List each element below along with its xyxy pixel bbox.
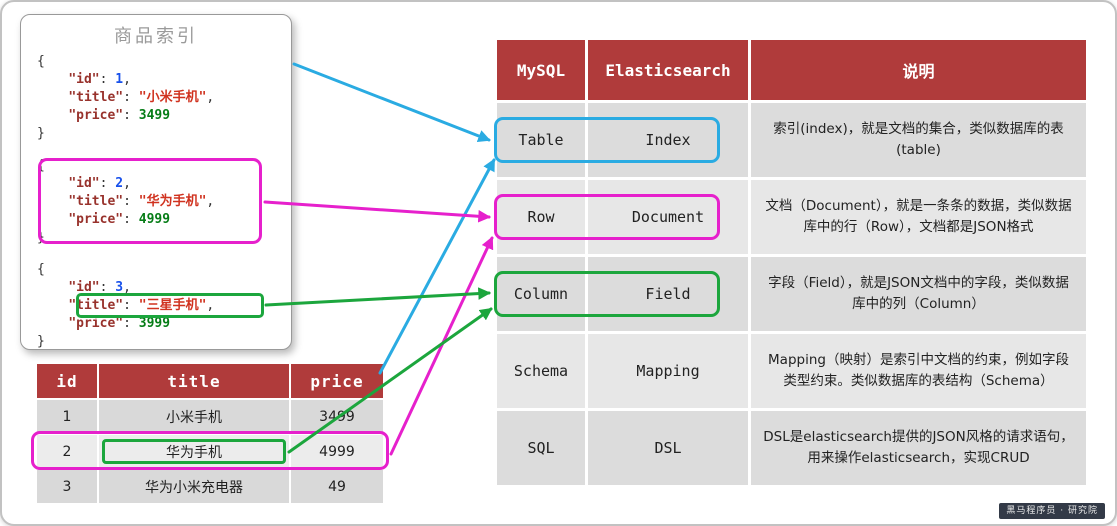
arrow-magenta <box>389 236 494 456</box>
code-line: "title": "三星手机", <box>68 298 215 313</box>
code-line: "title": "华为手机", <box>68 194 215 209</box>
highlight-box-index-row <box>494 117 720 163</box>
code-panel-title: 商品索引 <box>114 26 198 47</box>
mapping-cell-description: 文档（Document），就是一条条的数据，类似数据库中的行（Row），文档都是… <box>751 180 1086 254</box>
product-header-id: id <box>37 364 97 398</box>
code-line: "id": 2, <box>68 176 131 191</box>
product-table-cell: 华为小米充电器 <box>99 470 289 503</box>
arrow-blue <box>292 62 491 142</box>
product-table-cell: 3499 <box>291 400 383 433</box>
mapping-header-description: 说明 <box>751 40 1086 100</box>
code-line: "id": 1, <box>68 72 131 87</box>
mapping-cell-elasticsearch: Mapping <box>588 334 748 408</box>
code-line: } <box>37 126 45 141</box>
product-table-cell: 3 <box>37 470 97 503</box>
mapping-header-mysql: MySQL <box>497 40 585 100</box>
mapping-cell-mysql: Column <box>497 257 585 331</box>
json-code: { "id": 1, "title": "小米手机", "price": 349… <box>21 53 291 351</box>
product-table-cell: 2 <box>37 435 97 468</box>
mapping-cell-description: Mapping（映射）是索引中文档的约束，例如字段类型约束。类似数据库的表结构（… <box>751 334 1086 408</box>
mapping-cell-mysql: Schema <box>497 334 585 408</box>
mapping-cell-description: DSL是elasticsearch提供的JSON风格的请求语句，用来操作elas… <box>751 411 1086 485</box>
code-line: } <box>37 334 45 349</box>
code-line: "price": 3499 <box>68 108 171 123</box>
product-table-header-row: id title price <box>37 364 383 398</box>
mapping-table-header-row: MySQL Elasticsearch 说明 <box>497 40 1086 100</box>
mapping-cell-elasticsearch: DSL <box>588 411 748 485</box>
json-document: { "id": 3, "title": "三星手机", "price": 399… <box>37 261 291 351</box>
highlight-box-table-title-cell <box>102 439 286 464</box>
mapping-cell-elasticsearch: Index <box>588 103 748 177</box>
product-table-cell: 1 <box>37 400 97 433</box>
product-table-cell: 49 <box>291 470 383 503</box>
product-table-cell: 小米手机 <box>99 400 289 433</box>
product-header-title: title <box>99 364 289 398</box>
mapping-cell-mysql: SQL <box>497 411 585 485</box>
code-line: "title": "小米手机", <box>68 90 215 105</box>
product-header-price: price <box>291 364 383 398</box>
mapping-cell-mysql: Table <box>497 103 585 177</box>
code-line: "price": 3999 <box>68 316 171 331</box>
arrow-green <box>264 287 491 307</box>
code-line: "price": 4999 <box>68 212 171 227</box>
mapping-cell-description: 索引(index)，就是文档的集合，类似数据库的表(table) <box>751 103 1086 177</box>
watermark-badge: 黑马程序员 · 研究院 <box>999 503 1105 519</box>
json-document: { "id": 1, "title": "小米手机", "price": 349… <box>37 53 291 143</box>
arrow-magenta <box>263 200 491 223</box>
code-line: { <box>37 262 45 277</box>
code-line: { <box>37 54 45 69</box>
json-document: { "id": 2, "title": "华为手机", "price": 499… <box>37 157 291 247</box>
highlight-box-document-row <box>494 194 720 240</box>
highlight-box-json-doc2 <box>38 158 262 244</box>
mapping-cell-description: 字段（Field），就是JSON文档中的字段，类似数据库中的列（Column） <box>751 257 1086 331</box>
code-line: "id": 3, <box>68 280 131 295</box>
mapping-header-elasticsearch: Elasticsearch <box>588 40 748 100</box>
highlight-box-json-title-line <box>76 293 264 318</box>
mapping-cell-mysql: Row <box>497 180 585 254</box>
highlight-box-field-row <box>494 271 720 317</box>
mapping-cell-elasticsearch: Document <box>588 180 748 254</box>
mapping-cell-elasticsearch: Field <box>588 257 748 331</box>
arrow-blue <box>378 158 496 375</box>
